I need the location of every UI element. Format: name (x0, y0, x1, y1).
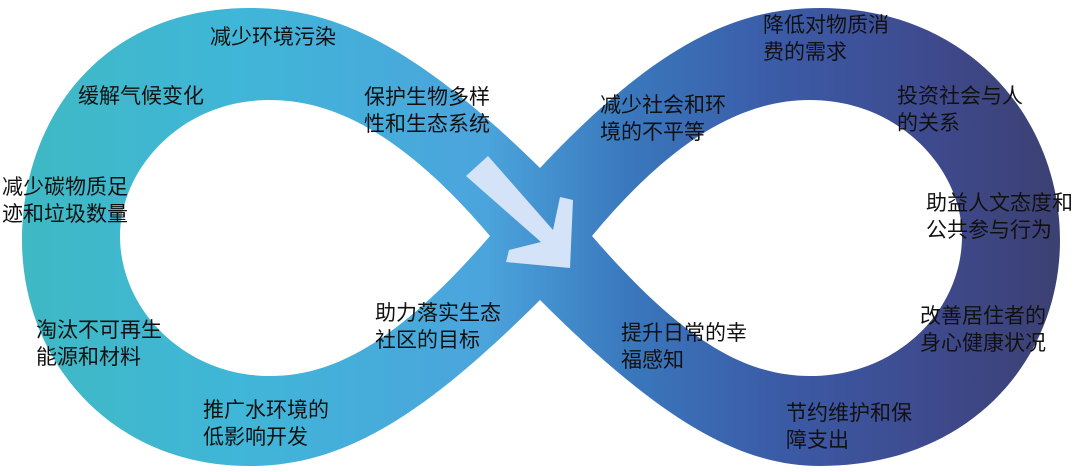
label-inequality: 减少社会和环 境的不平等 (600, 92, 726, 146)
line: 福感知 (621, 348, 684, 372)
line: 身心健康状况 (920, 331, 1046, 355)
label-health: 改善居住者的 身心健康状况 (920, 303, 1046, 357)
label-phase-out: 淘汰不可再生 能源和材料 (36, 317, 162, 371)
direction-arrow-icon (466, 156, 573, 268)
line: 公共参与行为 (926, 218, 1052, 242)
label-consumption: 降低对物质消 费的需求 (763, 12, 889, 66)
label-eco-community: 助力落实生态 社区的目标 (375, 300, 501, 354)
label-water-env: 推广水环境的 低影响开发 (203, 397, 329, 451)
line: 降低对物质消 (763, 13, 889, 37)
line: 障支出 (786, 428, 849, 452)
label-save-cost: 节约维护和保 障支出 (786, 400, 912, 454)
label-biodiversity: 保护生物多样 性和生态系统 (364, 84, 490, 138)
label-carbon-waste: 减少碳物质足 迹和垃圾数量 (2, 174, 128, 228)
line: 提升日常的幸 (621, 321, 747, 345)
line: 改善居住者的 (920, 304, 1046, 328)
line: 境的不平等 (600, 120, 705, 144)
line: 低影响开发 (203, 425, 308, 449)
label-social-invest: 投资社会与人 的关系 (897, 83, 1023, 137)
line: 减少社会和环 (600, 93, 726, 117)
line: 节约维护和保 (786, 401, 912, 425)
label-humanistic: 助益人文态度和 公共参与行为 (926, 190, 1073, 244)
line: 能源和材料 (36, 345, 141, 369)
label-climate: 缓解气候变化 (78, 83, 204, 110)
label-reduce-pollution: 减少环境污染 (210, 24, 336, 51)
line: 费的需求 (763, 40, 847, 64)
line: 淘汰不可再生 (36, 318, 162, 342)
line: 投资社会与人 (897, 84, 1023, 108)
line: 保护生物多样 (364, 85, 490, 109)
line: 的关系 (897, 111, 960, 135)
label-happiness: 提升日常的幸 福感知 (621, 320, 747, 374)
line: 社区的目标 (375, 328, 480, 352)
line: 助益人文态度和 (926, 191, 1073, 215)
line: 减少环境污染 (210, 25, 336, 49)
line: 减少碳物质足 (2, 175, 128, 199)
line: 迹和垃圾数量 (2, 202, 128, 226)
line: 助力落实生态 (375, 301, 501, 325)
line: 缓解气候变化 (78, 84, 204, 108)
line: 性和生态系统 (364, 112, 490, 136)
line: 推广水环境的 (203, 398, 329, 422)
